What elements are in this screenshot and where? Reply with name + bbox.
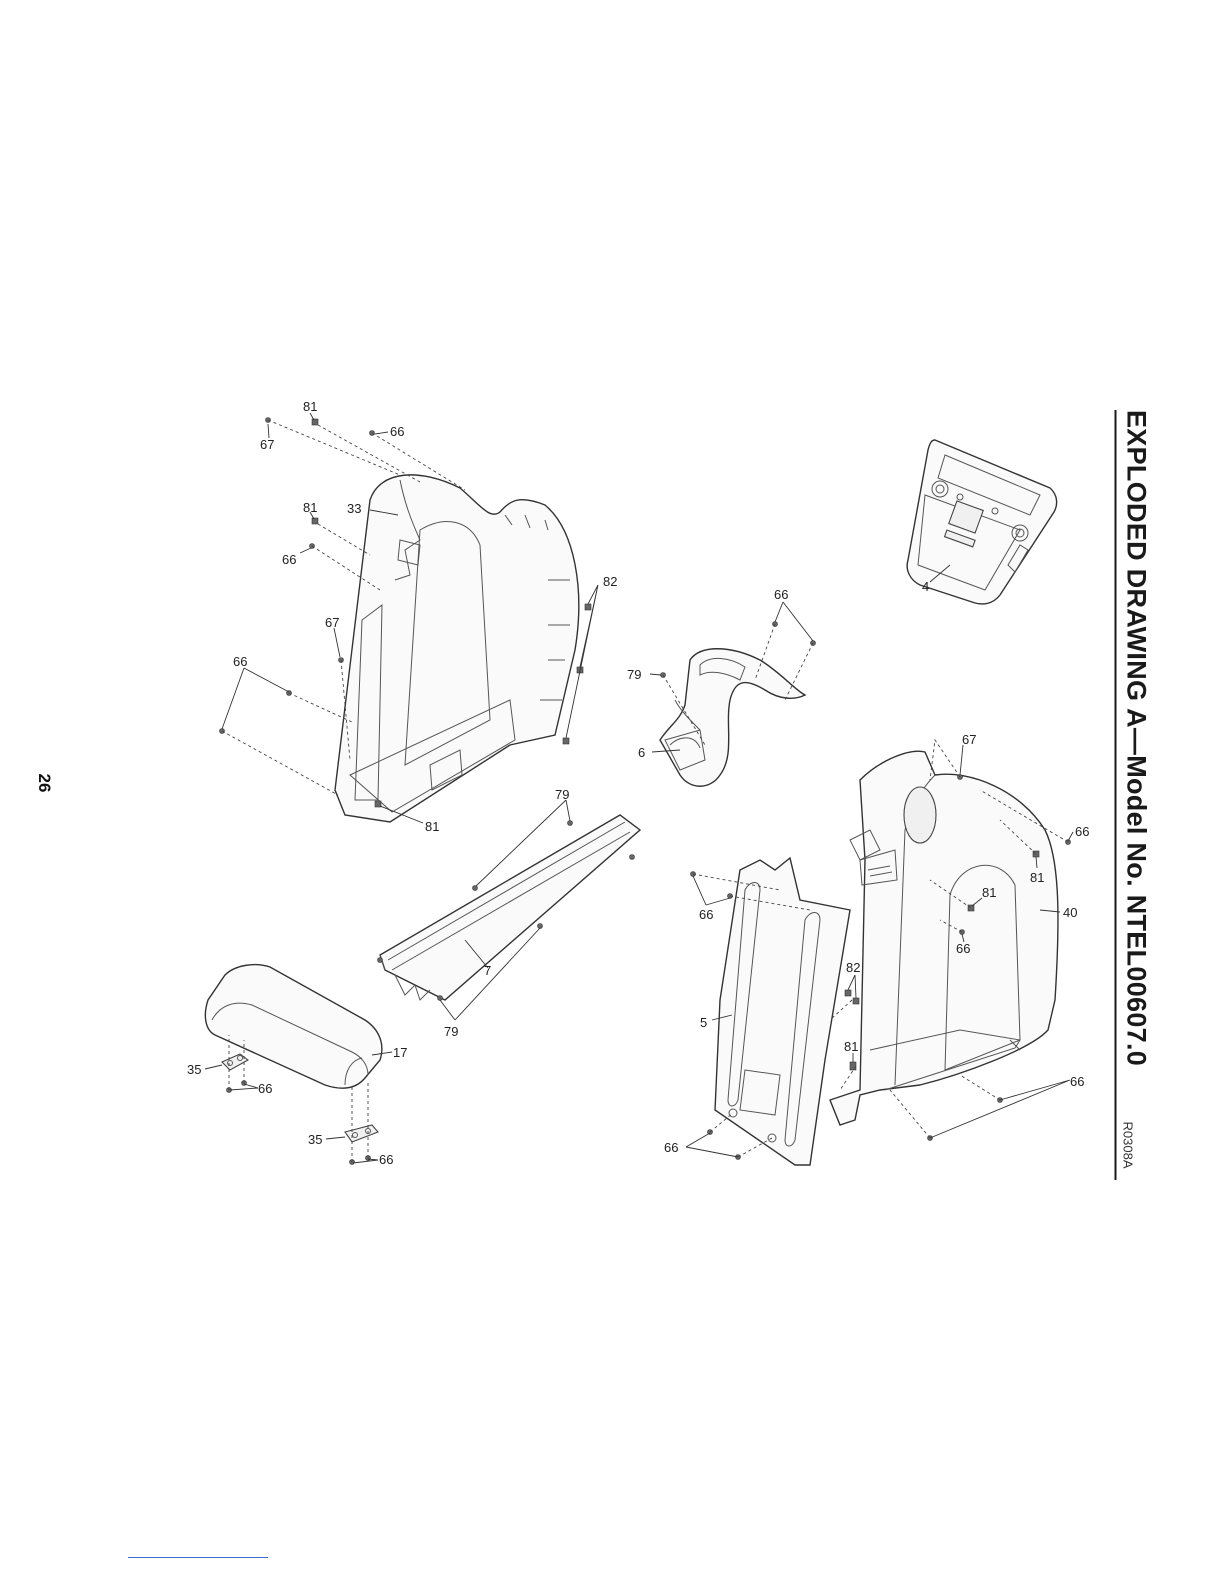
callout-66: 66 — [379, 1152, 393, 1167]
callout-66: 66 — [699, 907, 713, 922]
callout-81: 81 — [844, 1039, 858, 1054]
callout-5: 5 — [700, 1015, 707, 1030]
callout-40: 40 — [1063, 905, 1077, 920]
callout-82: 82 — [846, 960, 860, 975]
callout-66: 66 — [1075, 824, 1089, 839]
callout-81: 81 — [982, 885, 996, 900]
callout-66: 66 — [390, 424, 404, 439]
part-17-seat — [205, 965, 382, 1089]
callout-66: 66 — [664, 1140, 678, 1155]
callout-66: 66 — [956, 941, 970, 956]
callout-81: 81 — [303, 399, 317, 414]
callout-7: 7 — [484, 963, 491, 978]
callout-81: 81 — [1030, 870, 1044, 885]
callout-35: 35 — [187, 1062, 201, 1077]
callout-81: 81 — [425, 819, 439, 834]
callout-81: 81 — [303, 500, 317, 515]
callout-82: 82 — [603, 574, 617, 589]
callout-79: 79 — [555, 787, 569, 802]
callout-17: 17 — [393, 1045, 407, 1060]
callout-67: 67 — [260, 437, 274, 452]
part-35-bracket-lower — [345, 1125, 378, 1142]
part-5-front-panel — [715, 858, 850, 1165]
callout-35: 35 — [308, 1132, 322, 1147]
callout-79: 79 — [627, 667, 641, 682]
part-40-right-shroud — [830, 751, 1058, 1125]
callout-67: 67 — [325, 615, 339, 630]
callout-66: 66 — [258, 1081, 272, 1096]
callout-66: 66 — [774, 587, 788, 602]
callout-66: 66 — [1070, 1074, 1084, 1089]
callout-6: 6 — [638, 745, 645, 760]
part-6-tray — [660, 649, 805, 787]
part-4-console — [907, 440, 1056, 604]
callout-67: 67 — [962, 732, 976, 747]
part-33-left-shroud — [335, 475, 579, 822]
part-7-rail-cover — [380, 815, 640, 1000]
callout-4: 4 — [922, 579, 929, 594]
callout-66: 66 — [233, 654, 247, 669]
callout-79: 79 — [444, 1024, 458, 1039]
callout-66: 66 — [282, 552, 296, 567]
callout-33: 33 — [347, 501, 361, 516]
